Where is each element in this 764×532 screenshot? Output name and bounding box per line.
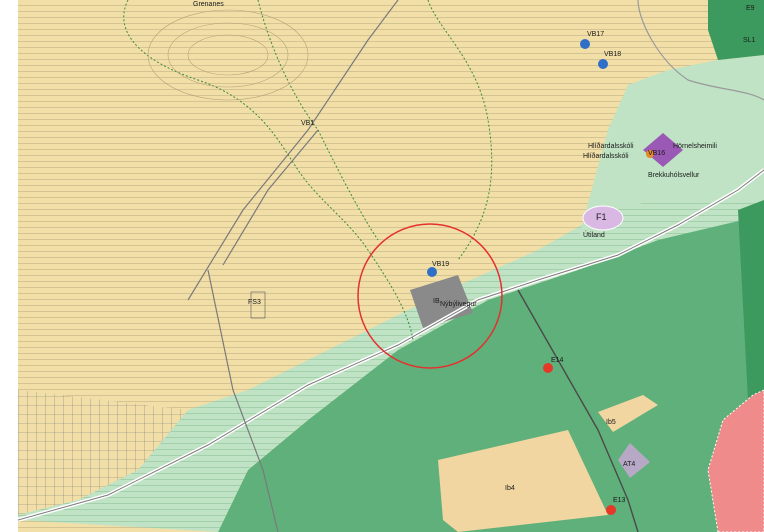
map-container[interactable]: Grenanes VB1 FS3 VB19 IB Nýbýlivegur VB1… xyxy=(18,0,764,532)
brekka-label: Brekkuhólsvellur xyxy=(648,172,700,179)
at4-zone xyxy=(618,443,650,478)
highlight-circle[interactable] xyxy=(357,223,503,369)
e-top-label: E9 xyxy=(746,5,755,12)
f1-zone xyxy=(582,205,624,231)
e13-marker[interactable] xyxy=(606,505,616,515)
vb17-label: VB17 xyxy=(587,31,604,38)
hatched-zone xyxy=(18,390,188,515)
vb19-label: VB19 xyxy=(432,261,449,268)
forest-zone-topright xyxy=(708,0,764,60)
vb18-label: VB18 xyxy=(604,51,621,58)
power-line xyxy=(187,0,399,301)
ib-label: IB xyxy=(433,298,440,305)
vb18-marker[interactable] xyxy=(598,59,608,69)
forest-zone-right xyxy=(738,200,764,400)
ib5-zone xyxy=(598,395,658,432)
e13-label: E13 xyxy=(613,497,626,504)
hlid3-label: Hörnelsheimili xyxy=(673,143,717,150)
zoning-map[interactable]: Grenanes VB1 FS3 VB19 IB Nýbýlivegur VB1… xyxy=(18,0,764,532)
vertical-track-2 xyxy=(517,289,639,532)
power-line-2 xyxy=(222,129,319,266)
f1-label: F1 xyxy=(596,212,607,222)
contour xyxy=(167,22,289,88)
fs3-label: FS3 xyxy=(248,299,261,306)
sl-label: SL1 xyxy=(743,37,756,44)
contour xyxy=(147,9,309,101)
industry-zone xyxy=(707,389,764,532)
contour xyxy=(187,34,269,76)
ib5-label: Ib5 xyxy=(606,419,616,426)
vertical-track xyxy=(207,269,279,532)
vb1-label: VB1 xyxy=(301,120,314,127)
ib4-zone xyxy=(438,430,608,532)
e14-label: E14 xyxy=(551,357,564,364)
trail-line-3 xyxy=(427,0,493,261)
trail-line-2 xyxy=(257,0,379,241)
vb16-label: VB16 xyxy=(648,150,665,157)
dirt-road-right xyxy=(637,0,764,101)
hlid1-label: Hlíðardalsskóli xyxy=(588,142,634,150)
vb16-marker[interactable] xyxy=(646,150,654,158)
utiland-label: Útiland xyxy=(583,230,605,239)
residential-zone-ib xyxy=(410,275,473,328)
top-place-label: Grenanes xyxy=(193,1,224,8)
trail-line xyxy=(123,0,414,341)
hlid2-label: Hlíðardalsskóli xyxy=(583,152,629,160)
at4-label: AT4 xyxy=(623,461,635,468)
e14-marker[interactable] xyxy=(543,363,553,373)
vb17-marker[interactable] xyxy=(580,39,590,49)
main-road-edge xyxy=(18,169,764,521)
ib-name-label: Nýbýlivegur xyxy=(440,301,477,308)
ib4-label: Ib4 xyxy=(505,485,515,492)
vb16-zone xyxy=(643,133,683,167)
fs3-box xyxy=(250,291,266,319)
vb19-marker[interactable] xyxy=(427,267,437,277)
forest-zone-light xyxy=(18,200,764,532)
